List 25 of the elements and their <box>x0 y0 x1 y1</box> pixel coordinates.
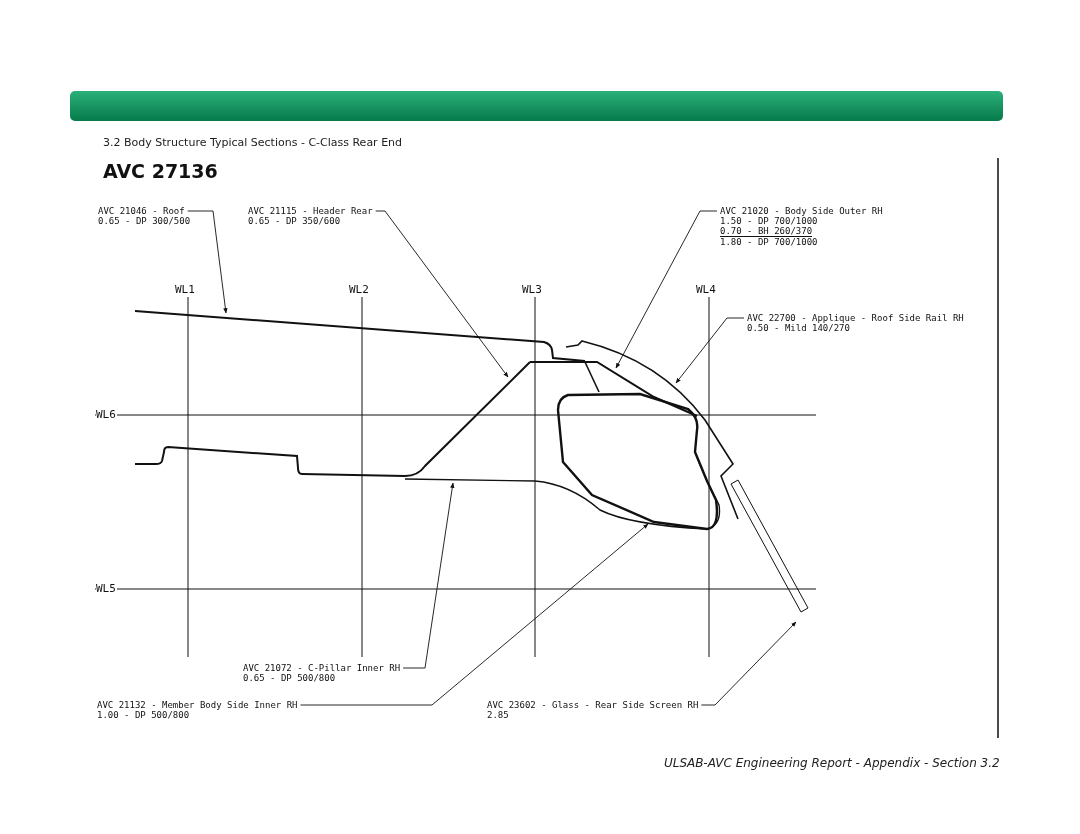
part-label: AVC 21132 - Member Body Side Inner RH <box>97 700 298 710</box>
waterline-label: WL3 <box>522 283 542 296</box>
waterline-label: WL1 <box>175 283 195 296</box>
gauge-grade-text: 1.50 - DP 700/1000 <box>720 216 818 226</box>
gauge-grade-text: 1.00 - DP 500/800 <box>97 710 190 720</box>
gauge-grade-text: 0.50 - Mild 140/270 <box>747 323 850 333</box>
gauge-grade-text: 0.65 - DP 300/500 <box>98 216 191 226</box>
gauge-grade-text: 0.65 - DP 500/800 <box>243 673 336 683</box>
waterline-label: WL6 <box>96 408 117 421</box>
gauge-grade-text: 1.80 - DP 700/1000 <box>720 237 818 247</box>
gauge-grade-text: 0.65 - DP 350/600 <box>248 216 341 226</box>
page-title: AVC 27136 <box>103 160 218 182</box>
section-heading: 3.2 Body Structure Typical Sections - C-Class Rear End <box>103 136 403 149</box>
waterline-label: WL5 <box>96 582 117 595</box>
part-label: AVC 22700 - Applique - Roof Side Rail RH <box>747 313 964 323</box>
footer-text: ULSAB-AVC Engineering Report - Appendix - Section 3.2 <box>664 756 1000 770</box>
waterline-label: WL4 <box>696 283 716 296</box>
part-label: AVC 21020 - Body Side Outer RH <box>720 206 883 216</box>
part-label: AVC 21046 - Roof <box>98 206 185 216</box>
part-label: AVC 21115 - Header Rear <box>248 206 373 216</box>
waterline-label: WL2 <box>349 283 369 296</box>
gauge-grade-text: 2.85 <box>487 710 509 720</box>
part-label: AVC 21072 - C-Pillar Inner RH <box>243 663 401 673</box>
gauge-grade-text: 0.70 - BH 260/370 <box>720 226 813 237</box>
part-label: AVC 23602 - Glass - Rear Side Screen RH <box>487 700 699 710</box>
